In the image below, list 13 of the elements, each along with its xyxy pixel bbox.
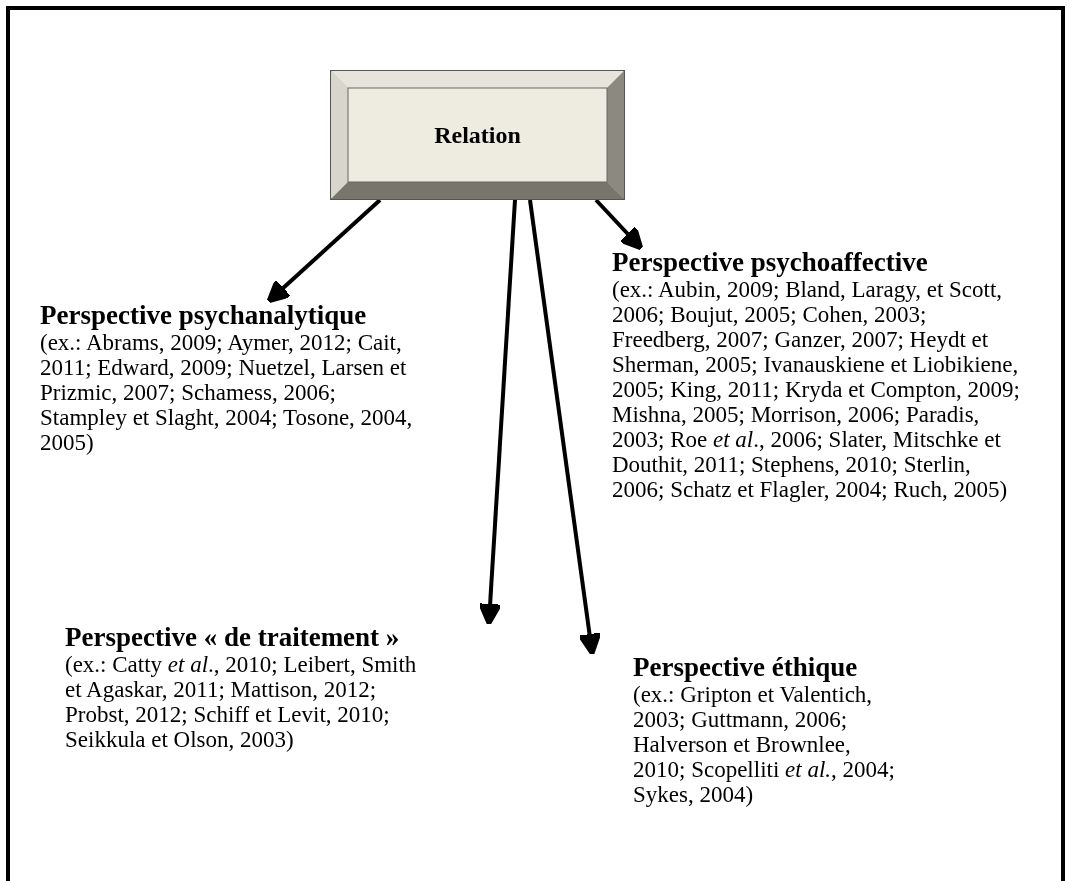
perspective-heading: Perspective psychoaffective [612, 247, 929, 277]
reference-list: (ex.: Gripton et Valentich, 2003; Guttmann, 2006; Halverson et Brownlee, 2010; Scopelliti et al., 2004; Sykes, 2004) [633, 682, 895, 807]
arrow [478, 199, 517, 626]
perspective-heading: Perspective éthique [633, 652, 859, 682]
perspective-heading: Perspective psychanalytique [40, 300, 368, 330]
arrow [594, 198, 644, 251]
arrow [266, 198, 382, 304]
box-title: Relation [434, 121, 521, 149]
reference-list: (ex.: Aubin, 2009; Bland, Laragy, et Scott, 2006; Boujut, 2005; Cohen, 2003; Freedberg, 2007; Ganzer, 2007; Heydt et Sherman, 2005; Ivanauskiene et Liobikiene, 2005; King, 2011; Kryda et Compton, 2009; Mishna, 2005; Morrison, 2006; Paradis, 2003; Roe et al., 2006; Slater, Mitschke et Douthit, 2011; Stephens, 2010; Sterlin, 2006; Schatz et Flagler, 2004; Ruch, 2005) [612, 277, 1022, 502]
perspective-heading: Perspective « de traitement » [65, 622, 401, 652]
reference-list: (ex.: Abrams, 2009; Aymer, 2012; Cait, 2011; Edward, 2009; Nuetzel, Larsen et Prizmic, 2007; Schamess, 2006; Stampley et Slaght, 2004; Tosone, 2004, 2005) [40, 330, 415, 455]
reference-list: (ex.: Catty et al., 2010; Leibert, Smith et Agaskar, 2011; Mattison, 2012; Probst, 2012; Schiff et Levit, 2010; Seikkula et Olson, 2003) [65, 652, 433, 752]
arrow [528, 199, 602, 656]
